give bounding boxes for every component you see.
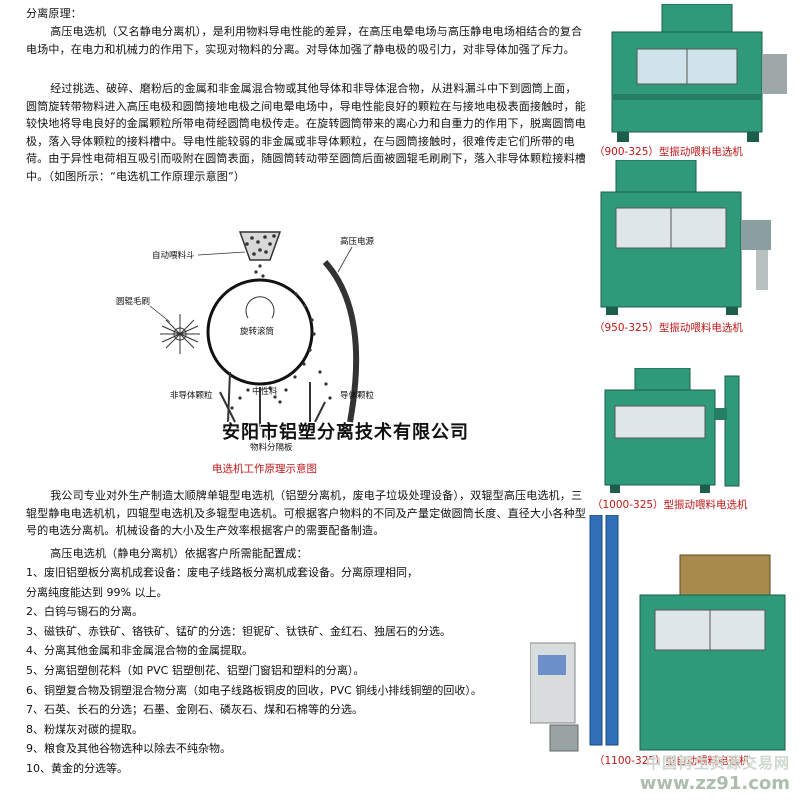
material-dividers — [219, 371, 326, 427]
machine-950-image — [600, 160, 771, 315]
list-item: 4、分离其他金属和非金属混合物的金属提取。 — [26, 644, 253, 658]
nonconductor-label: 非导体颗粒 — [170, 390, 213, 401]
rotating-drum — [206, 278, 314, 386]
diagram-caption: 电选机工作原理示意图 — [212, 463, 317, 475]
machine-900-image — [611, 4, 787, 142]
feed-hopper — [238, 231, 282, 261]
brush-label: 圆辊毛刷 — [116, 296, 150, 307]
list-item: 8、粉煤灰对碳的提取。 — [26, 722, 143, 736]
feeder-label: 自动喂料斗 — [152, 250, 195, 261]
watermark-line-1: 中国再生资源交易网 — [645, 754, 790, 772]
hv-label: 高压电源 — [340, 236, 375, 247]
caption-machine-950: （950-325）型振动喂料电选机 — [594, 322, 743, 334]
high-voltage-electrode — [322, 259, 360, 423]
list-item: 分离纯度能达到 99% 以上。 — [26, 585, 168, 599]
list-item: 3、磁铁矿、赤铁矿、铬铁矿、锰矿的分选：钽铌矿、钛铁矿、金红石、独居石的分选。 — [26, 624, 451, 638]
application-list: 1、废旧铝塑板分离机成套设备：废电子线路板分离机成套设备。分离原理相同， 分离纯… — [26, 563, 586, 779]
working-principle-diagram: 自动喂料斗 高压电源 旋转滚筒 圆辊毛刷 非导体颗粒 中性料 — [116, 231, 375, 453]
heading: 分离原理： — [26, 7, 82, 20]
list-item: 9、粮食及其他谷物选种以除去不纯杂物。 — [26, 742, 231, 756]
conductor-label: 导体颗粒 — [340, 390, 375, 401]
middling-label: 中性料 — [252, 386, 278, 397]
caption-machine-900: （900-325）型振动喂料电选机 — [594, 146, 743, 158]
caption-machine-1100: （1100-325）型自动喂料电选机 — [594, 755, 750, 767]
watermark: 中国再生资源交易网 www.zz91.com — [640, 752, 790, 794]
machine-1000-image — [604, 368, 740, 493]
list-item: 10、黄金的分选等。 — [26, 761, 128, 775]
brush-icon — [160, 314, 200, 354]
list-item: 6、铜塑复合物及铜塑混合物分离（如电子线路板铜皮的回收，PVC 铜线小排线铜塑的… — [26, 683, 482, 697]
list-item: 2、白钨与锡石的分离。 — [26, 605, 143, 619]
intro-paragraph-1: 高压电选机（又名静电分离机），是利用物料导电性能的差异，在高压电晕电场与高压静电… — [26, 25, 583, 56]
machine-1100-image — [530, 515, 786, 752]
caption-machine-1000: （1000-325）型振动喂料电选机 — [592, 499, 748, 511]
intro-paragraph-2: 经过挑选、破碎、磨粉后的金属和非金属混合物或其他导体和非导体混合物，从进料漏斗中… — [26, 82, 586, 183]
list-item: 7、石英、长石的分选；石墨、金刚石、磷灰石、煤和石棉等的分选。 — [26, 703, 363, 717]
drum-label: 旋转滚筒 — [240, 326, 274, 337]
company-name: 安阳市铝塑分离技术有限公司 — [222, 422, 469, 443]
list-item: 5、分离铝塑刨花料（如 PVC 铝塑刨花、铝塑门窗铝和塑料的分离）。 — [26, 663, 365, 677]
divider-label: 物料分隔板 — [250, 442, 293, 453]
list-item: 1、废旧铝塑板分离机成套设备：废电子线路板分离机成套设备。分离原理相同， — [26, 566, 418, 579]
config-intro: 高压电选机（静电分离机）依据客户所需能配置成： — [50, 547, 308, 560]
company-paragraph: 我公司专业对外生产制造太顺牌单辊型电选机（铝塑分离机，废电子垃圾处理设备），双辊… — [26, 489, 586, 537]
watermark-line-2: www.zz91.com — [639, 773, 790, 794]
